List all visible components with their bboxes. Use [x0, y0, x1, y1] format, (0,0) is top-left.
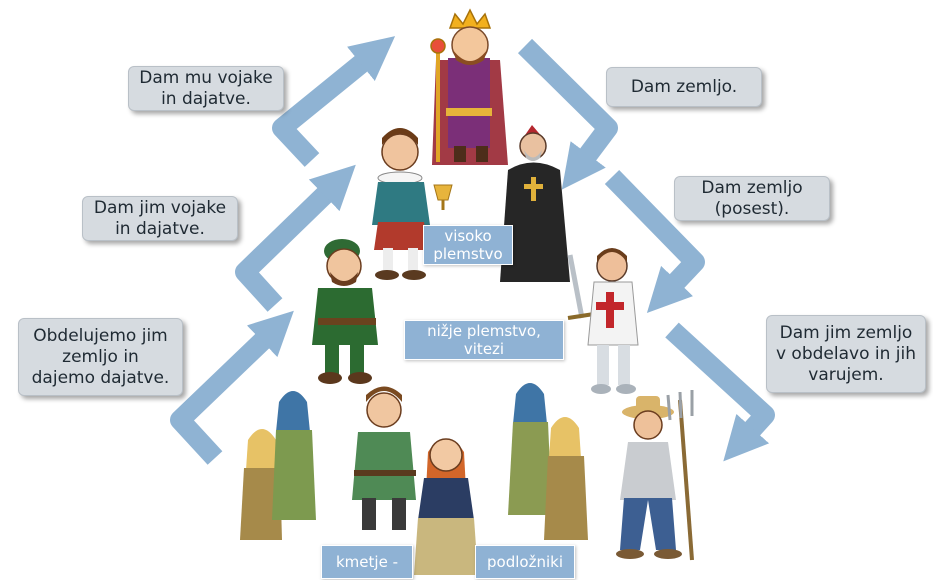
arrow-right-middle	[604, 170, 705, 314]
peasant-girl-figure	[414, 438, 478, 575]
bubble-mid-left-line-2: in dajatve.	[115, 218, 205, 239]
crown-icon	[448, 8, 492, 29]
cross-icon	[524, 177, 543, 201]
arrows	[170, 36, 775, 465]
farmer-figure	[616, 390, 694, 561]
bubble-bottom-left: Obdelujemo jim zemljo in dajemo dajatve.	[18, 318, 183, 396]
bubble-mid-right: Dam zemljo (posest).	[674, 176, 830, 221]
peasant-group-left	[240, 391, 316, 540]
arrow-left-bottom	[170, 310, 294, 465]
tag-low-nobility: nižje plemstvo, vitezi	[404, 320, 564, 360]
arrow-right-bottom	[665, 322, 775, 462]
tag-low-nobility-line-1: nižje plemstvo,	[427, 322, 541, 340]
tag-peasants: kmetje -	[321, 545, 413, 579]
tag-subjects-line-1: podložniki	[487, 553, 563, 571]
bubble-top-left-line-2: in dajatve.	[161, 88, 251, 109]
bubble-bottom-left-line-2: zemljo in	[62, 346, 139, 367]
tag-low-nobility-line-2: vitezi	[463, 340, 505, 358]
bubble-mid-right-line-2: (posest).	[714, 198, 790, 219]
bubble-bottom-right-line-3: varujem.	[808, 364, 884, 385]
nobleman-figure	[372, 128, 453, 280]
tag-subjects: podložniki	[475, 545, 575, 579]
bishop-figure	[500, 125, 570, 282]
peasant-group-right	[508, 383, 588, 540]
tag-high-nobility-line-1: visoko	[444, 227, 492, 245]
bubble-top-right: Dam zemljo.	[606, 67, 762, 107]
bubble-top-left: Dam mu vojake in dajatve.	[128, 66, 284, 111]
tag-high-nobility-line-2: plemstvo	[433, 245, 503, 263]
bubble-bottom-right: Dam jim zemljo v obdelavo in jih varujem…	[766, 315, 926, 393]
bubble-top-right-line-1: Dam zemljo.	[630, 76, 738, 97]
bubble-bottom-right-line-1: Dam jim zemljo	[779, 322, 913, 343]
bubble-mid-left-line-1: Dam jim vojake	[93, 197, 227, 218]
knight-figure	[567, 248, 639, 394]
tag-peasants-line-1: kmetje -	[336, 553, 398, 571]
lower-noble-figure	[312, 239, 378, 384]
tag-high-nobility: visoko plemstvo	[423, 225, 513, 265]
young-peasant-figure	[352, 386, 416, 530]
arrow-left-top	[272, 36, 396, 167]
king-figure	[430, 8, 508, 165]
arrow-right-top	[517, 38, 618, 190]
bubble-mid-right-line-1: Dam zemljo	[701, 177, 803, 198]
bubble-top-left-line-1: Dam mu vojake	[139, 67, 273, 88]
bubble-bottom-left-line-1: Obdelujemo jim	[33, 325, 168, 346]
bubble-bottom-right-line-2: v obdelavo in jih	[775, 343, 917, 364]
arrow-left-middle	[235, 164, 356, 312]
bubble-bottom-left-line-3: dajemo dajatve.	[31, 367, 170, 388]
bubble-mid-left: Dam jim vojake in dajatve.	[82, 196, 238, 241]
